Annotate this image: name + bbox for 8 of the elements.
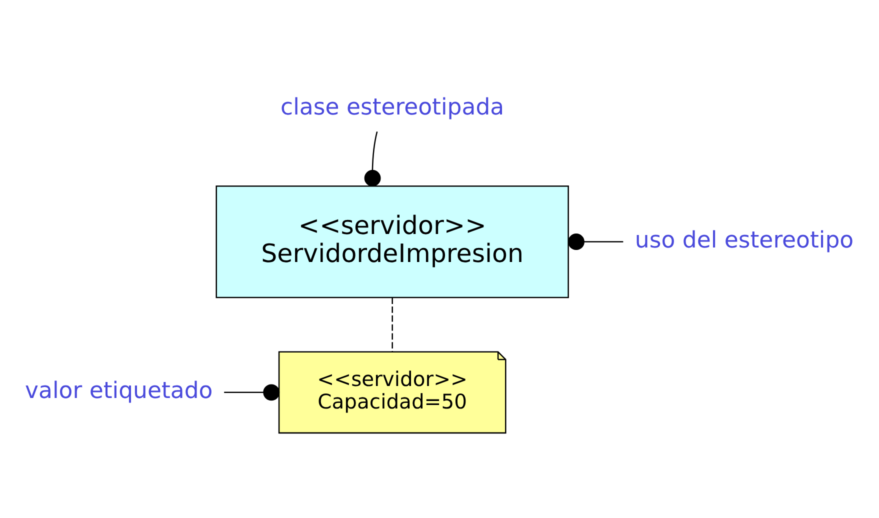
node-box: <<servidor>> ServidordeImpresion (216, 184, 569, 298)
connector (568, 233, 624, 250)
node-text: clase estereotipada (280, 94, 504, 120)
node-text: uso del estereotipo (634, 226, 854, 253)
connector (364, 131, 381, 186)
connector (392, 297, 393, 351)
node-text: valor etiquetado (25, 377, 213, 404)
connector (224, 384, 280, 400)
